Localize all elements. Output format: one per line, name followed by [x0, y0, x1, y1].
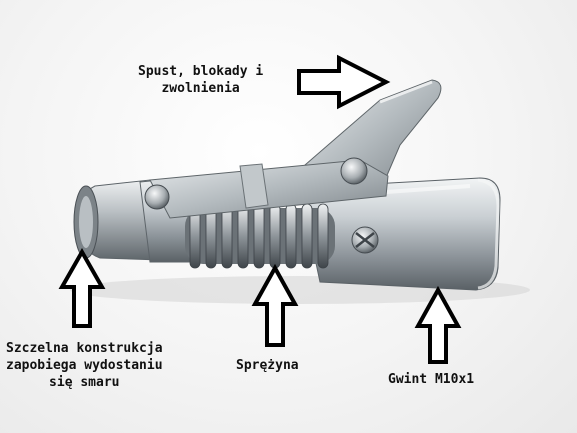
spring-coil	[301, 203, 313, 269]
label-trigger: Spust, blokady i zwolnienia	[138, 63, 263, 97]
label-thread-line: Gwint M10x1	[388, 372, 475, 387]
label-spring-line: Sprężyna	[236, 358, 299, 373]
arrow-up-icon	[251, 263, 299, 347]
rivet-lever	[340, 157, 368, 185]
spring	[185, 203, 335, 269]
arrow-right-icon	[297, 54, 391, 110]
spring-coil	[317, 203, 329, 269]
label-trigger-line: zwolnienia	[161, 81, 240, 96]
label-seal-line: się smaru	[49, 375, 120, 390]
label-spring: Sprężyna	[236, 357, 299, 374]
spring-coil	[221, 203, 233, 269]
label-seal-line: zapobiega wydostaniu	[6, 358, 163, 373]
trigger-lever	[149, 79, 442, 219]
label-seal: Szczelna konstrukcja zapobiega wydostani…	[6, 340, 163, 391]
spring-coil	[269, 203, 281, 269]
nose-cylinder	[73, 175, 207, 263]
label-thread: Gwint M10x1	[388, 371, 474, 388]
spring-coil	[253, 203, 265, 269]
arrow-up-icon	[414, 285, 462, 364]
arrow-up-icon	[58, 247, 106, 328]
label-trigger-line: Spust, blokady i	[138, 64, 264, 79]
rivet-front	[144, 184, 170, 210]
screw-body	[351, 226, 379, 254]
label-seal-line: Szczelna konstrukcja	[6, 341, 163, 356]
spring-coil	[285, 203, 297, 269]
spring-coil	[237, 203, 249, 269]
